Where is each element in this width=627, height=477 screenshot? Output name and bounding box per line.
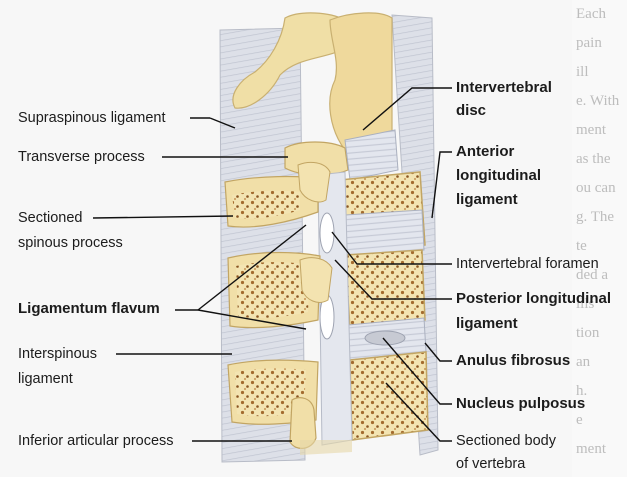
vertebral-body-2: [345, 250, 425, 328]
label-posterior-longitudinal-line2: ligament: [456, 315, 518, 333]
label-ligamentum-flavum: Ligamentum flavum: [18, 300, 160, 318]
label-supraspinous-ligament: Supraspinous ligament: [18, 109, 166, 127]
label-nucleus-pulposus: Nucleus pulposus: [456, 395, 585, 413]
disc-middle: [345, 210, 424, 255]
label-anterior-longitudinal-line1: Anterior: [456, 143, 514, 161]
label-sectioned-spinous-line1: Sectioned: [18, 209, 83, 227]
label-transverse-process: Transverse process: [18, 148, 145, 166]
label-intervertebral-disc-line2: disc: [456, 102, 486, 120]
label-sectioned-body-line1: Sectioned body: [456, 432, 556, 450]
label-intervertebral-foramen: Intervertebral foramen: [456, 255, 599, 273]
label-anterior-longitudinal-line2: longitudinal: [456, 167, 541, 185]
label-anulus-fibrosus: Anulus fibrosus: [456, 352, 570, 370]
label-sectioned-body-line2: of vertebra: [456, 455, 525, 473]
nucleus-pulposus-shape: [365, 331, 405, 345]
label-sectioned-spinous-line2: spinous process: [18, 234, 123, 252]
lower-body-shadow: [300, 440, 352, 455]
vertebral-body-3: [350, 352, 428, 440]
label-interspinous-line1: Interspinous: [18, 345, 97, 363]
label-interspinous-line2: ligament: [18, 370, 73, 388]
label-posterior-longitudinal-line1: Posterior longitudinal: [456, 290, 611, 308]
label-intervertebral-disc-line1: Intervertebral: [456, 79, 552, 97]
label-inferior-articular-process: Inferior articular process: [18, 432, 174, 450]
upper-lamina-shape: [330, 13, 392, 150]
ligamentum-flavum-bone-lower: [300, 258, 332, 303]
label-anterior-longitudinal-line3: ligament: [456, 191, 518, 209]
